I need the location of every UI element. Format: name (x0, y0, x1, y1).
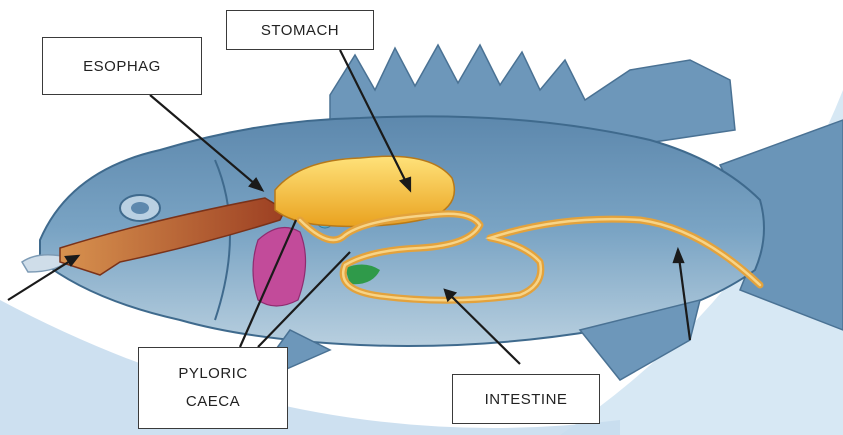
label-pyloric-line2: CAECA (186, 388, 240, 416)
label-stomach-text: STOMACH (261, 22, 339, 39)
label-pyloric-line1: PYLORIC (178, 360, 247, 388)
pyloric-caeca (253, 228, 306, 307)
label-pyloric-caeca: PYLORIC CAECA (138, 347, 288, 429)
label-esophag: ESOPHAG (42, 37, 202, 95)
label-stomach: STOMACH (226, 10, 374, 50)
label-intestine-text: INTESTINE (485, 391, 568, 408)
label-esophag-text: ESOPHAG (83, 58, 161, 75)
label-intestine: INTESTINE (452, 374, 600, 424)
